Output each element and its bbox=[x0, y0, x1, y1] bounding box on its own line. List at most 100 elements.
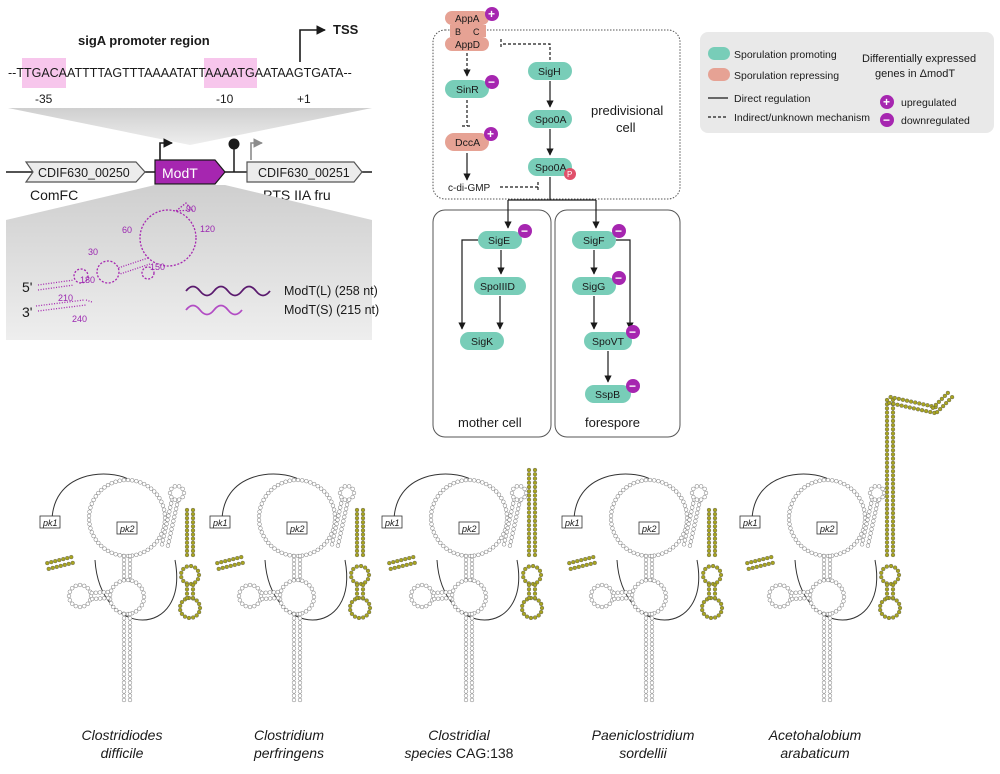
species-2-lower-loop-bead bbox=[304, 580, 309, 585]
species-5-olive-arm-bead bbox=[892, 395, 897, 401]
species-4-lower-loop-bead bbox=[633, 604, 638, 610]
species-4-pk1-line bbox=[573, 473, 653, 526]
species-5-main-loop-bead bbox=[805, 548, 811, 554]
species-1-right-stem-bead bbox=[167, 509, 172, 514]
species-5-olive-stem-bead bbox=[890, 427, 896, 432]
species-3-right-stem-bead bbox=[507, 517, 512, 522]
species-5-olive-stem-bead bbox=[890, 502, 896, 507]
svg-text:−: − bbox=[488, 75, 495, 89]
species-5-olive-stem-bead bbox=[884, 464, 890, 470]
species-3-olive-loop-1-bead bbox=[526, 564, 531, 569]
species-3-olive-stem-bead bbox=[532, 489, 538, 494]
species-5-main-loop-bead bbox=[787, 522, 792, 527]
species-2-right-loop-bead bbox=[347, 497, 352, 502]
species-5-olive-loop-2-bead bbox=[879, 600, 885, 605]
spoiiid-node bbox=[474, 277, 526, 295]
species-2-bottom-stem-bead bbox=[291, 641, 297, 647]
species-3-side-stem-bead bbox=[444, 596, 449, 601]
species-3-side-loop-bead bbox=[419, 604, 425, 610]
species-4-olive-loop-1-bead bbox=[717, 568, 723, 573]
species-5-olive-arm-bead bbox=[919, 408, 925, 413]
species-4-right-stem-bead bbox=[687, 517, 692, 522]
species-1-center-stem-bead bbox=[127, 565, 133, 571]
species-2-side-stem-bead bbox=[276, 595, 281, 601]
species-5-right-loop-bead bbox=[869, 495, 874, 500]
species-1-side-loop-bead bbox=[82, 604, 87, 609]
promoter-title: sigA promoter region bbox=[78, 33, 210, 48]
species-2-olive-stem-2-bead bbox=[354, 591, 360, 596]
species-5-bottom-stem-bead bbox=[821, 637, 827, 642]
species-2-main-loop-bead bbox=[304, 479, 309, 484]
species-5-olive-stem-bead bbox=[890, 536, 896, 541]
species-1-right-stem-bead bbox=[169, 501, 174, 506]
species-5-right-loop-bead bbox=[877, 497, 882, 502]
species-3-olive-stem-bead bbox=[532, 548, 538, 553]
species-3-main-loop-bead bbox=[496, 492, 502, 497]
species-3-main-loop-bead bbox=[428, 513, 434, 519]
species-2-olive-stem-bead bbox=[360, 516, 366, 521]
species-4-main-loop-bead bbox=[635, 479, 640, 484]
species-5-main-loop-bead bbox=[830, 478, 835, 483]
species-2-side-loop-bead bbox=[236, 593, 242, 599]
species-1-olive-stem-bead bbox=[190, 511, 196, 517]
legend-promoting-label: Sporulation promoting bbox=[734, 49, 837, 61]
species-3-bottom-stem-bead bbox=[463, 654, 469, 660]
sigh-node bbox=[528, 62, 572, 80]
species-3-olive-loop-2-bead bbox=[528, 615, 534, 621]
appb-node bbox=[450, 25, 468, 37]
svg-text:SigF: SigF bbox=[583, 235, 605, 247]
species-1-main-loop-bead bbox=[113, 552, 118, 557]
species-3-bottom-stem-bead bbox=[463, 620, 469, 625]
species-3-side-loop-bead bbox=[412, 601, 417, 606]
species-3-olive-stem-bead bbox=[526, 527, 532, 532]
legend-down-icon bbox=[880, 113, 894, 127]
species-4-olive-stem-bead bbox=[712, 548, 718, 554]
species-2-olive-loop-1-bead bbox=[351, 578, 356, 584]
species-5-olive-loop-2-bead bbox=[894, 598, 899, 603]
species-2-main-loop-bead bbox=[324, 492, 330, 497]
species-4-main-loop-bead bbox=[683, 507, 689, 512]
species-4-bottom-stem-bead bbox=[643, 689, 649, 694]
species-4-olive-stem-bead bbox=[712, 552, 718, 558]
species-1-center-stem-bead bbox=[127, 553, 133, 559]
species-4-side-stem-bead bbox=[628, 595, 633, 601]
species-2-bottom-stem-bead bbox=[297, 616, 303, 621]
species-3-left-stem-bead bbox=[387, 560, 392, 566]
species-5-main-loop-bead bbox=[788, 505, 793, 510]
species-2-left-stem-bead bbox=[240, 560, 245, 566]
species-3-main-loop-bead bbox=[430, 526, 435, 531]
species-4-olive-stem-bead bbox=[706, 511, 712, 517]
species-2-main-loop-bead bbox=[312, 481, 317, 487]
species-3-right-stem-bead bbox=[511, 527, 516, 532]
five-prime: 5' bbox=[22, 279, 32, 295]
species-5-right-stem-bead bbox=[859, 542, 865, 547]
sinr-node bbox=[445, 80, 489, 98]
species-2-side-stem-bead bbox=[260, 596, 265, 602]
species-3-lower-loop-bead bbox=[467, 577, 473, 583]
species-2-bottom-stem-bead bbox=[291, 680, 297, 685]
species-4-main-loop-bead bbox=[610, 505, 615, 510]
species-3-left-stem-bead bbox=[388, 566, 393, 572]
species-1-olive-stem-bead bbox=[190, 524, 196, 529]
svg-text:P: P bbox=[567, 170, 572, 179]
species-1-main-loop-bead bbox=[86, 513, 92, 519]
species-3-olive-stem-2-bead bbox=[532, 582, 538, 588]
species-5-olive-stem-bead bbox=[890, 460, 896, 465]
species-5-olive-stem-bead bbox=[884, 414, 890, 419]
species-5-main-loop-bead bbox=[813, 552, 818, 557]
species-4-olive-loop-2-bead bbox=[700, 607, 705, 613]
species-4-olive-stem-bead bbox=[706, 552, 712, 558]
species-3-lower-loop-bead bbox=[483, 594, 489, 600]
species-1-bottom-stem-bead bbox=[127, 697, 133, 703]
species-1-center-stem-bead bbox=[127, 561, 133, 567]
species-2-left-stem-bead bbox=[216, 566, 221, 572]
species-2-pk2-label: pk2 bbox=[289, 524, 305, 534]
species-2-center-stem-bead bbox=[291, 553, 297, 559]
species-4-side-stem-bead bbox=[620, 596, 625, 601]
species-2-lower-loop-bead bbox=[284, 607, 289, 613]
species-3-left-stem-bead bbox=[411, 554, 416, 560]
species-5-main-loop-bead bbox=[842, 549, 847, 555]
species-5-main-loop-bead bbox=[817, 478, 822, 483]
species-2-bottom-stem-bead bbox=[291, 672, 297, 677]
species-4-olive-stem-bead bbox=[712, 516, 718, 521]
